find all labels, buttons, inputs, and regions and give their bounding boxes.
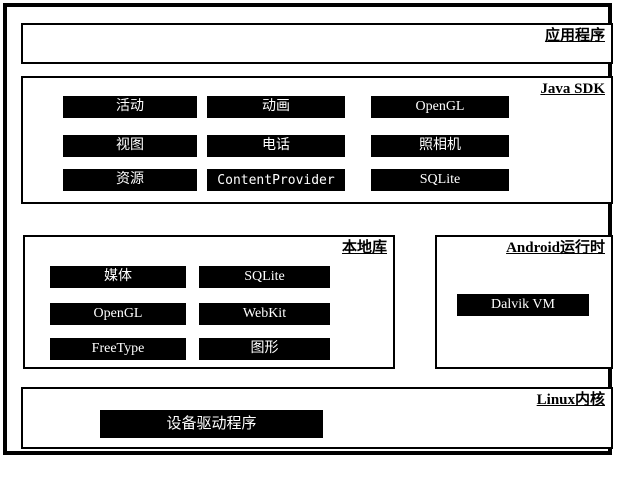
component-chip[interactable]: WebKit bbox=[199, 303, 330, 325]
component-chip[interactable]: 活动 bbox=[63, 96, 197, 118]
component-chip[interactable]: 视图 bbox=[63, 135, 197, 157]
layer-linux-kernel: Linux内核 设备驱动程序 bbox=[21, 387, 613, 449]
component-chip[interactable]: 资源 bbox=[63, 169, 197, 191]
component-chip[interactable]: OpenGL bbox=[371, 96, 509, 118]
layer-title-linux-kernel: Linux内核 bbox=[536, 392, 605, 408]
component-chip[interactable]: OpenGL bbox=[50, 303, 186, 325]
layer-title-applications: 应用程序 bbox=[544, 28, 605, 44]
component-chip[interactable]: 设备驱动程序 bbox=[100, 410, 323, 438]
component-chip[interactable]: Dalvik VM bbox=[457, 294, 589, 316]
component-chip[interactable]: ContentProvider bbox=[207, 169, 345, 191]
diagram-outer-frame: 应用程序 Java SDK 活动 动画 OpenGL 视图 电话 照相机 资源 … bbox=[3, 3, 613, 455]
component-chip[interactable]: 图形 bbox=[199, 338, 330, 360]
layer-java-sdk: Java SDK 活动 动画 OpenGL 视图 电话 照相机 资源 Conte… bbox=[21, 76, 613, 204]
component-chip[interactable]: SQLite bbox=[199, 266, 330, 288]
component-chip[interactable]: SQLite bbox=[371, 169, 509, 191]
layer-applications: 应用程序 bbox=[21, 23, 613, 64]
component-chip[interactable]: 动画 bbox=[207, 96, 345, 118]
layer-title-java-sdk: Java SDK bbox=[540, 81, 605, 97]
layer-android-runtime: Android运行时 Dalvik VM bbox=[435, 235, 613, 369]
component-chip[interactable]: 照相机 bbox=[371, 135, 509, 157]
layer-native-libraries: 本地库 媒体 SQLite OpenGL WebKit FreeType 图形 bbox=[23, 235, 395, 369]
component-chip[interactable]: 媒体 bbox=[50, 266, 186, 288]
component-chip[interactable]: FreeType bbox=[50, 338, 186, 360]
layer-title-android-runtime: Android运行时 bbox=[506, 240, 605, 256]
component-chip[interactable]: 电话 bbox=[207, 135, 345, 157]
layer-title-native-libraries: 本地库 bbox=[341, 240, 387, 256]
